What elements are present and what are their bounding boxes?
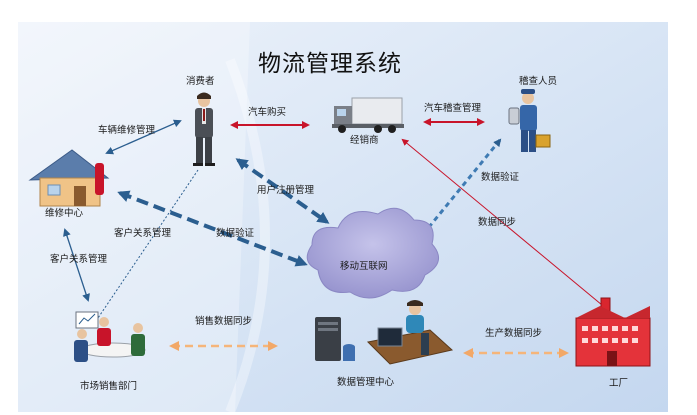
edge-label-crm-repair: 客户关系管理 [50,254,108,265]
edge-crm-repair [63,228,90,302]
edge-label-production-sync: 生产数据同步 [485,328,543,339]
edge-label-car-inspection: 汽车稽查管理 [424,103,482,114]
edge-label-crm-marketing: 客户关系管理 [114,228,172,239]
marketing-meeting-icon [74,311,146,362]
repair-center-house-icon [28,149,110,207]
node-label-repair: 维修中心 [45,208,84,219]
inspector-person-icon [508,89,551,152]
edge-label-data-verify-repair: 数据验证 [216,228,255,239]
edge-crm-marketing [97,169,199,319]
node-label-factory: 工厂 [609,378,629,389]
edge-repair-mgmt [105,119,182,155]
node-label-consumer: 消费者 [186,76,215,87]
dealer-truck-icon [332,97,404,133]
edge-label-sales-sync: 销售数据同步 [195,316,253,327]
node-label-dealer: 经销商 [350,135,379,146]
edge-label-data-verify-inspector: 数据验证 [481,172,520,183]
edge-data-verify-repair [117,190,308,267]
node-label-inspector: 稽查人员 [519,76,558,87]
edge-label-data-sync-factory: 数据同步 [478,217,517,228]
node-label-internet: 移动互联网 [340,261,388,272]
edge-label-car-purchase: 汽车购买 [248,107,287,118]
internet-cloud-icon [306,207,440,299]
edge-label-user-registration: 用户注册管理 [257,185,315,196]
edge-label-repair-mgmt: 车辆维修管理 [98,125,156,136]
datacenter-icon [315,300,454,365]
consumer-person-icon [193,92,215,166]
node-label-datacenter: 数据管理中心 [337,377,395,388]
diagram-title: 物流管理系统 [258,51,402,77]
node-label-marketing: 市场销售部门 [80,381,138,392]
factory-icon [575,297,651,367]
edge-data-sync-factory [401,138,603,306]
edge-data-verify-inspector [423,138,502,234]
